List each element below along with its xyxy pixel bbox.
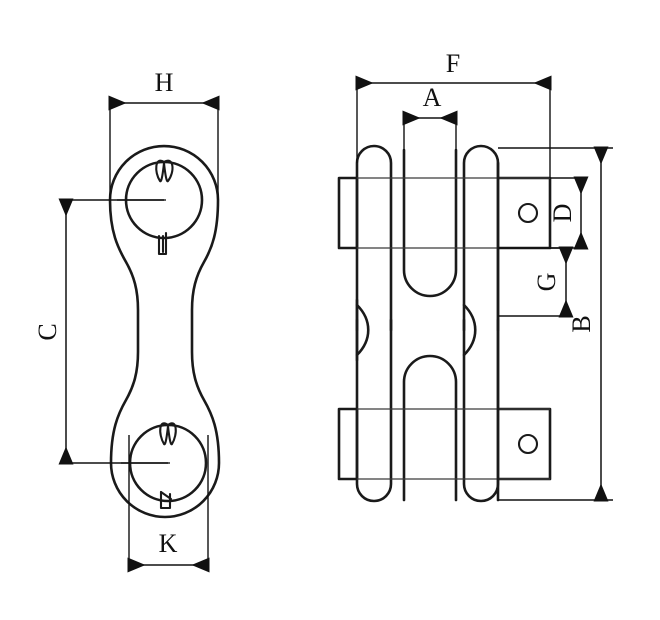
front-view-right-waist-fillet xyxy=(462,303,477,357)
lower-right-pin-boss xyxy=(496,407,552,481)
dimension-K: K xyxy=(127,435,210,573)
lower-left-jaw-prong xyxy=(355,318,393,503)
top-eye-pin-tail xyxy=(157,231,168,256)
dimension-F: F xyxy=(355,49,552,178)
lower-pin-hole xyxy=(517,433,539,455)
front-view-group: F A D G xyxy=(337,49,613,503)
dimension-A-label: A xyxy=(423,83,442,112)
dimension-B-label: B xyxy=(567,315,596,332)
dimension-H-label: H xyxy=(155,68,174,97)
bottom-eye-cotter-pin-leaf-second xyxy=(166,422,177,446)
lower-left-pin-collar xyxy=(337,407,359,481)
upper-pin-hole xyxy=(517,202,539,224)
bottom-eye-pin-tail-flag xyxy=(159,490,173,501)
top-eye-cotter-pin-leaf-second xyxy=(162,159,174,183)
dimension-C: C xyxy=(33,198,168,465)
upper-left-pin-collar xyxy=(337,176,359,250)
dimension-B: B xyxy=(498,146,613,502)
dimension-G: G xyxy=(498,246,574,318)
dimension-D-label: D xyxy=(548,204,577,223)
dimension-D: D xyxy=(548,176,589,250)
dimension-F-label: F xyxy=(446,49,460,78)
dimension-G-label: G xyxy=(532,273,561,292)
lower-center-tongue xyxy=(402,354,458,502)
upper-left-jaw-prong xyxy=(355,144,393,332)
upper-right-jaw-prong xyxy=(462,144,500,332)
top-eye-cotter-pin-leaf xyxy=(155,159,166,183)
dimension-C-label: C xyxy=(33,323,62,340)
dimension-H: H xyxy=(108,68,220,200)
bottom-eye-pin-tail xyxy=(159,490,172,510)
upper-right-pin-boss xyxy=(496,176,552,250)
side-view-group: H C K xyxy=(33,68,221,573)
upper-center-tongue xyxy=(402,148,458,298)
dimension-A: A xyxy=(402,83,458,150)
side-view-body-outline xyxy=(108,144,221,519)
dimension-K-label: K xyxy=(159,529,178,558)
front-view-left-waist-fillet xyxy=(355,303,370,357)
